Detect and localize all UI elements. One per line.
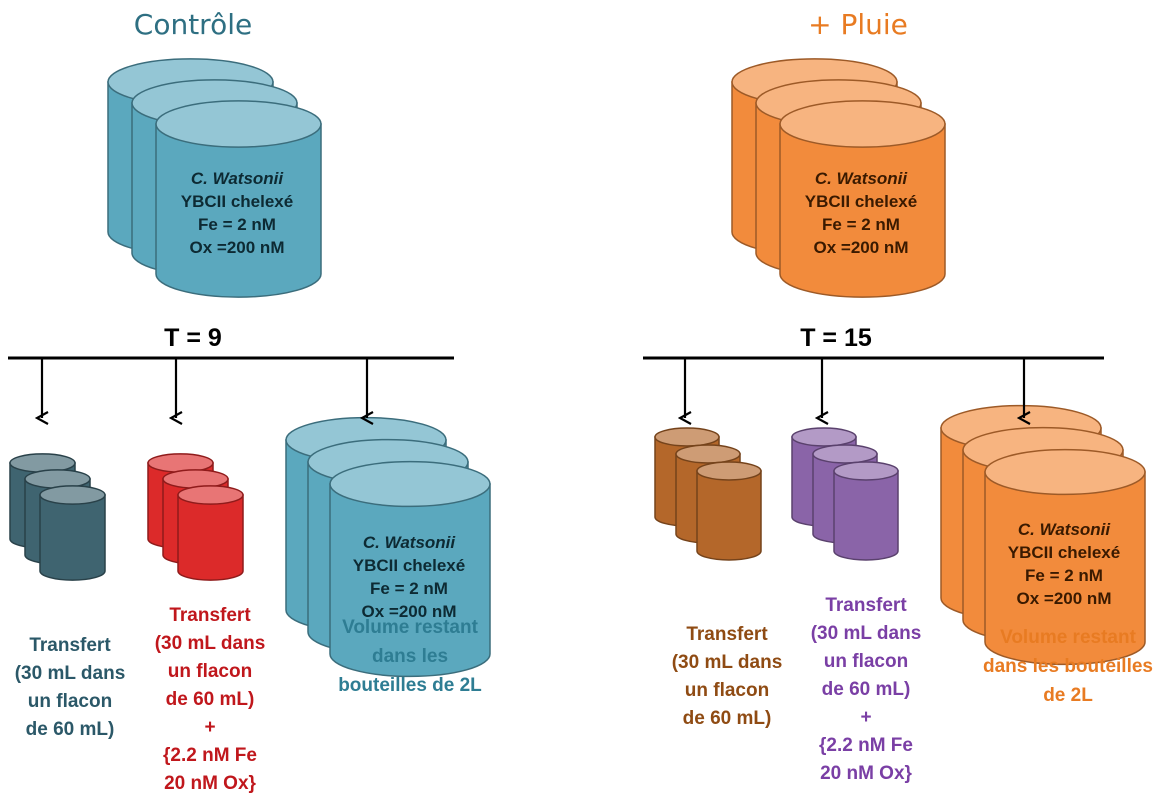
control-transfer-fe-stack-cylinder-3 (177, 485, 244, 581)
control-transfer-fe-caption-line-2: (30 mL dans (155, 633, 266, 654)
rain-transfer-fe-caption-line-2: (30 mL dans (811, 623, 922, 644)
rain-remaining-caption: Volume restant dans les bouteilles de 2L (983, 627, 1153, 706)
control-transfer-fe-caption-line-1: Transfert (169, 605, 251, 626)
control-transfer-stack (9, 453, 106, 581)
control-remaining-caption-line-3: bouteilles de 2L (338, 675, 482, 696)
rain-remaining-caption-line-3: de 2L (1043, 685, 1093, 706)
rain-transfer-caption-line-1: Transfert (686, 624, 768, 645)
control-transfer-fe-caption: Transfert (30 mL dans un flacon de 60 mL) + {… (155, 605, 266, 794)
rain-transfer-stack-cylinder-3 (696, 461, 762, 561)
control-transfer-fe-stack (147, 453, 244, 581)
rain-remaining-caption-line-1: Volume restant (1000, 627, 1137, 648)
control-remaining-label-line-1: C. Watsonii (363, 533, 457, 552)
control-main-culture-label-line-1: C. Watsonii (191, 169, 285, 188)
control-remaining-caption: Volume restant dans les bouteilles de 2L (338, 617, 482, 696)
control-transfer-fe-caption-line-3: un flacon (168, 661, 252, 682)
control-transfer-fe-caption-line-5: + (204, 717, 215, 738)
control-title: Contrôle (134, 8, 252, 41)
control-remaining-label-line-3: Fe = 2 nM (370, 579, 448, 598)
rain-remaining-caption-line-2: dans les bouteilles (983, 656, 1153, 677)
rain-transfer-caption-line-2: (30 mL dans (672, 652, 783, 673)
control-time-label: T = 9 (164, 324, 222, 352)
rain-transfer-fe-caption-line-4: de 60 mL) (822, 679, 911, 700)
rain-transfer-fe-caption-line-6: {2.2 nM Fe (819, 735, 913, 756)
rain-transfer-caption-line-3: un flacon (685, 680, 769, 701)
control-main-culture-stack-cylinder-3 (155, 100, 322, 298)
control-transfer-caption-line-2: (30 mL dans (15, 663, 126, 684)
rain-transfer-caption: Transfert (30 mL dans un flacon de 60 mL) (672, 624, 783, 729)
rain-main-culture-label-line-2: YBCII chelexé (805, 192, 917, 211)
control-remaining-label-line-4: Ox =200 nM (362, 602, 457, 621)
rain-remaining-stack (940, 404, 1146, 666)
control-main-culture-label-line-3: Fe = 2 nM (198, 215, 276, 234)
control-transfer-fe-caption-line-7: 20 nM Ox} (164, 773, 256, 794)
control-transfer-fe-caption-line-4: de 60 mL) (166, 689, 255, 710)
control-remaining-label-line-2: YBCII chelexé (353, 556, 465, 575)
control-main-culture-label-line-4: Ox =200 nM (190, 238, 285, 257)
rain-main-culture-stack (731, 58, 946, 298)
control-transfer-caption-line-3: un flacon (28, 691, 112, 712)
rain-main-culture-label-line-1: C. Watsonii (815, 169, 909, 188)
rain-main-culture-label-line-3: Fe = 2 nM (822, 215, 900, 234)
rain-transfer-caption-line-4: de 60 mL) (683, 708, 772, 729)
rain-transfer-fe-stack (791, 427, 899, 561)
rain-transfer-fe-caption-line-3: un flacon (824, 651, 908, 672)
rain-transfer-fe-stack-cylinder-3 (833, 461, 899, 561)
rain-remaining-label-line-3: Fe = 2 nM (1025, 566, 1103, 585)
rain-title: + Pluie (808, 8, 908, 41)
control-transfer-caption-line-4: de 60 mL) (26, 719, 115, 740)
rain-transfer-stack (654, 427, 762, 561)
rain-remaining-label-line-4: Ox =200 nM (1017, 589, 1112, 608)
control-remaining-caption-line-2: dans les (372, 646, 448, 667)
control-remaining-caption-line-1: Volume restant (342, 617, 479, 638)
rain-transfer-fe-caption-line-5: + (860, 707, 871, 728)
rain-transfer-fe-caption-line-1: Transfert (825, 595, 907, 616)
rain-transfer-fe-caption-line-7: 20 nM Ox} (820, 763, 912, 784)
control-remaining-stack-cylinder-3 (329, 460, 491, 678)
control-main-culture-stack (107, 58, 322, 298)
control-transfer-caption: Transfert (30 mL dans un flacon de 60 mL) (15, 635, 126, 740)
control-remaining-stack (285, 416, 491, 678)
rain-main-culture-label-line-4: Ox =200 nM (814, 238, 909, 257)
rain-remaining-stack-cylinder-3 (984, 448, 1146, 666)
rain-transfer-fe-caption: Transfert (30 mL dans un flacon de 60 mL) + {… (811, 595, 922, 784)
control-transfer-fe-caption-line-6: {2.2 nM Fe (163, 745, 257, 766)
rain-remaining-label-line-1: C. Watsonii (1018, 520, 1112, 539)
rain-time-label: T = 15 (800, 324, 872, 352)
rain-remaining-label-line-2: YBCII chelexé (1008, 543, 1120, 562)
rain-main-culture-stack-cylinder-3 (779, 100, 946, 298)
control-transfer-caption-line-1: Transfert (29, 635, 111, 656)
control-transfer-stack-cylinder-3 (39, 485, 106, 581)
control-main-culture-label-line-2: YBCII chelexé (181, 192, 293, 211)
